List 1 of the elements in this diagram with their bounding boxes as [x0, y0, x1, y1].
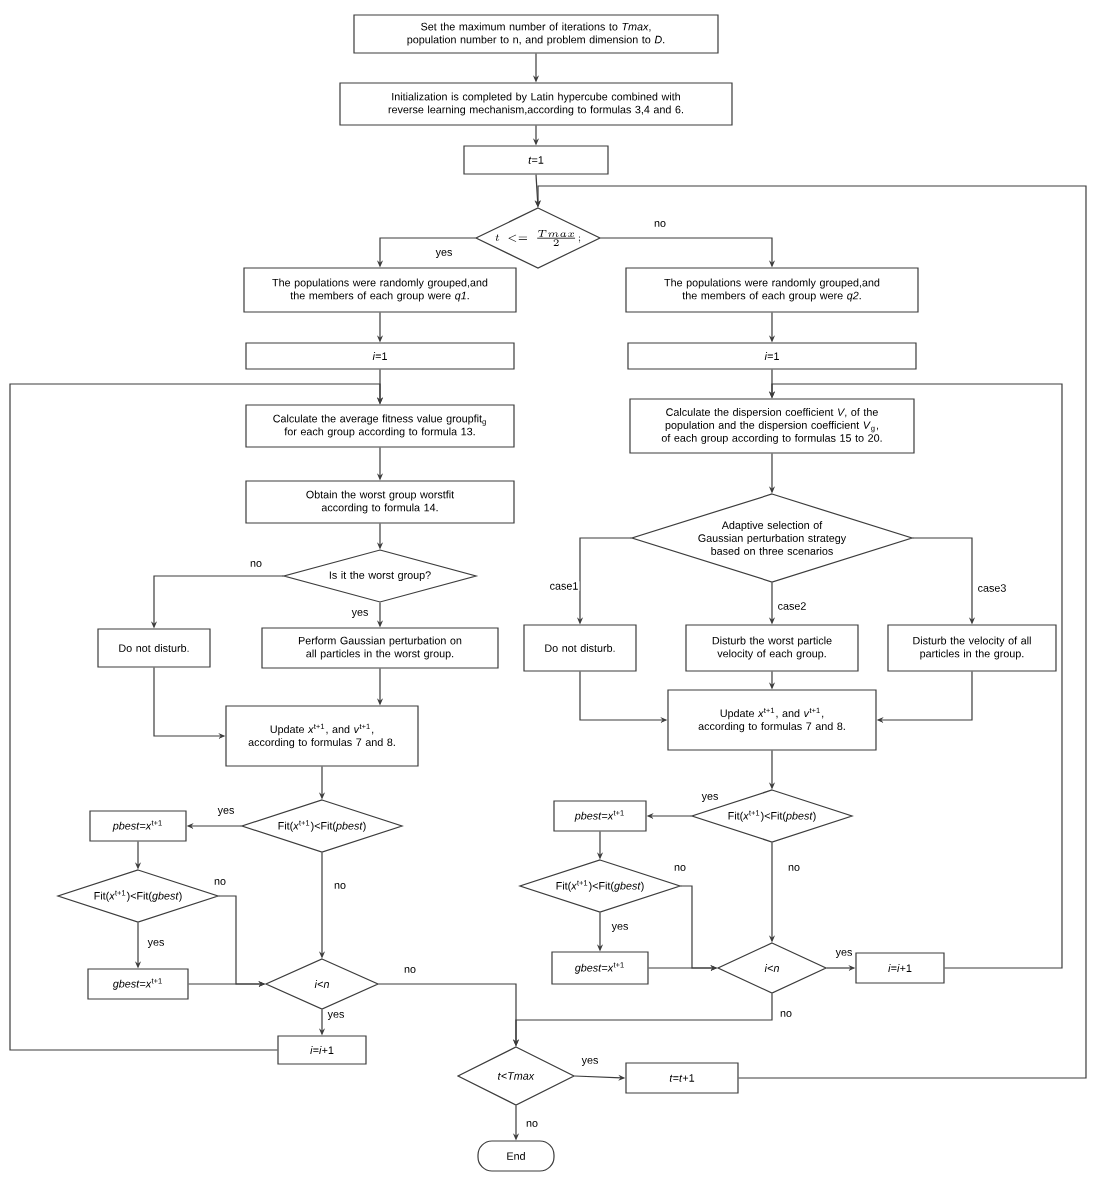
- arrow: [9, 383, 384, 1051]
